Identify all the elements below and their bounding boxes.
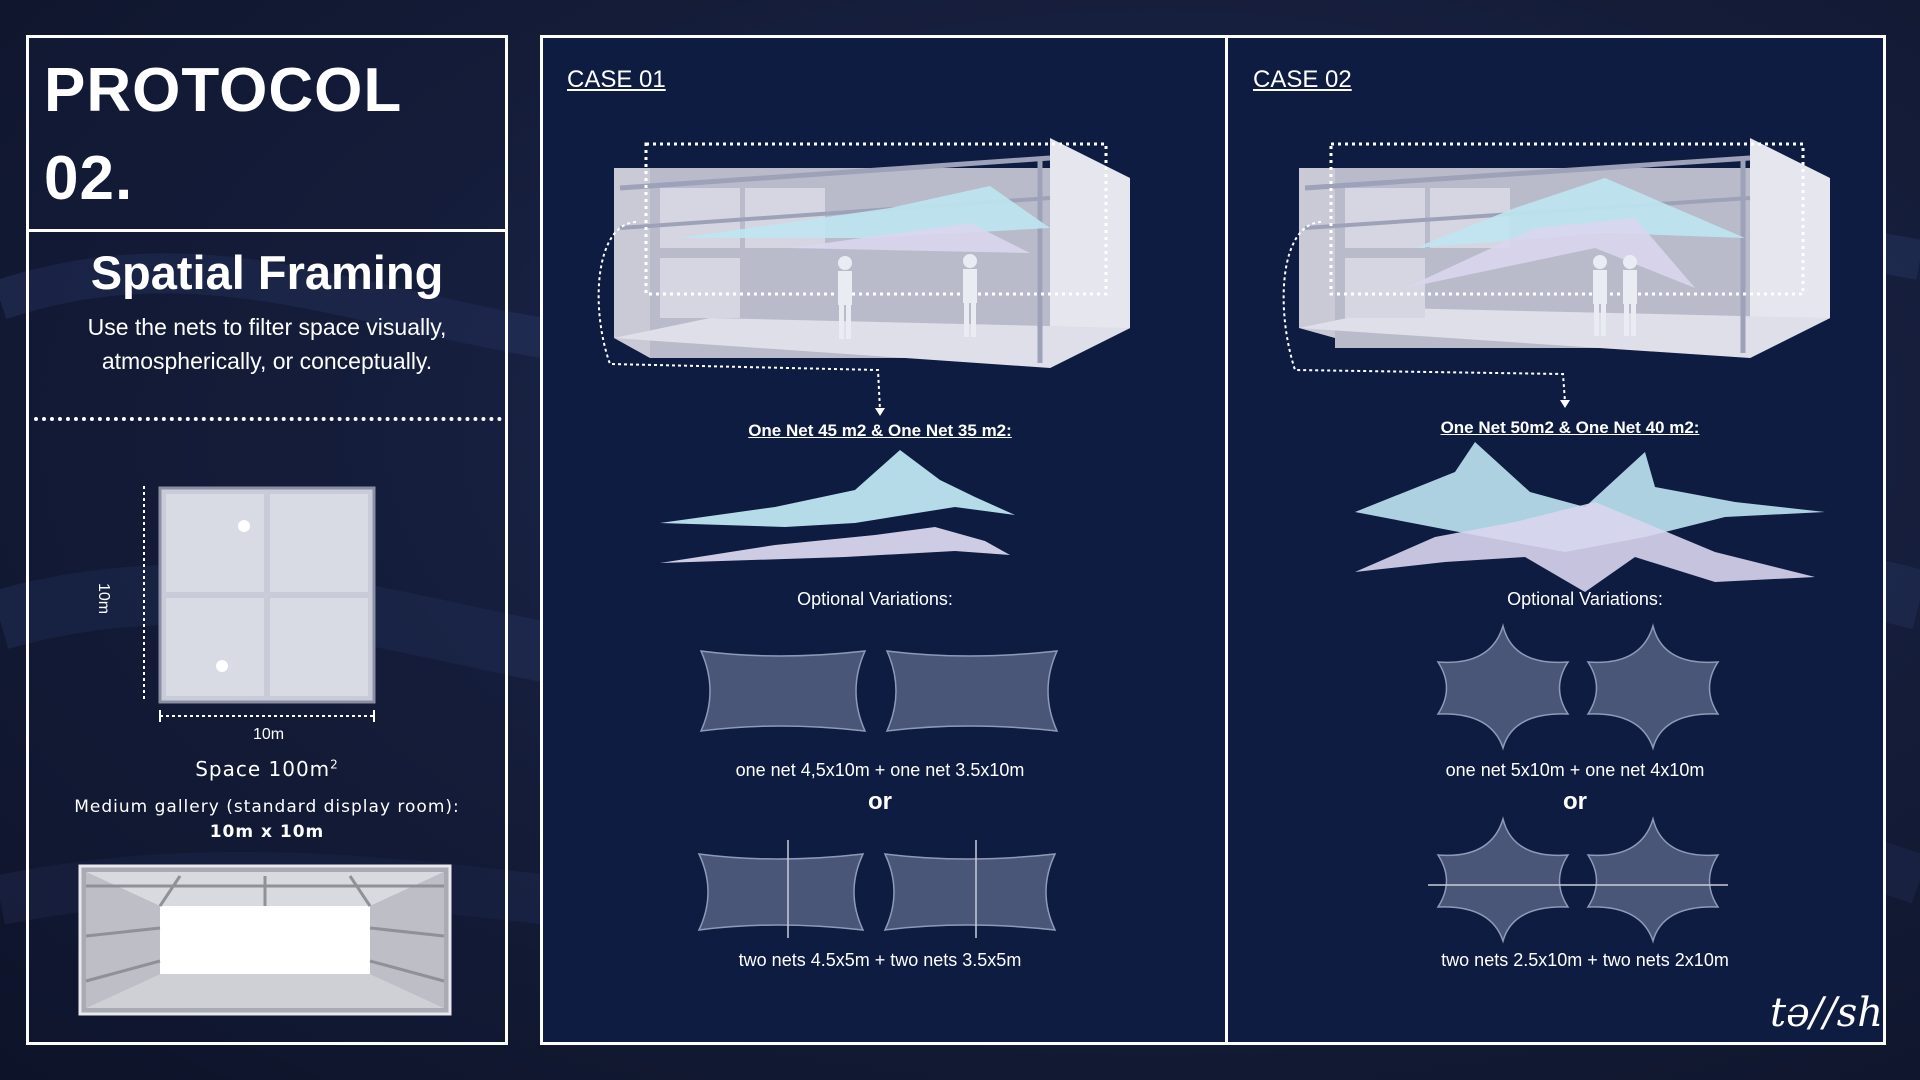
dotted-divider bbox=[34, 417, 502, 421]
subtitle-line-2: atmospherically, or conceptually. bbox=[101, 348, 433, 374]
case-divider bbox=[1225, 35, 1228, 1045]
gallery-room-render bbox=[78, 864, 452, 1016]
room-description: Medium gallery (standard display room): bbox=[74, 797, 460, 817]
section-subtitle: Use the nets to filter space visually, a… bbox=[26, 310, 508, 378]
case-02-optional-label: Optional Variations: bbox=[1507, 589, 1663, 609]
protocol-number: 02. bbox=[44, 144, 134, 213]
case-01-optional-label: Optional Variations: bbox=[797, 589, 953, 609]
case-01-variation-2 bbox=[697, 840, 1057, 938]
space-label: Space 100m2 bbox=[26, 757, 508, 781]
room-size: 10m x 10m bbox=[209, 822, 325, 842]
case-02-variation-1 bbox=[1436, 623, 1720, 751]
plan-dim-vertical: 10m bbox=[95, 583, 112, 615]
section-heading: Spatial Framing bbox=[90, 246, 444, 299]
case-02-label: CASE 02 bbox=[1253, 66, 1352, 93]
space-label-sup: 2 bbox=[330, 757, 339, 772]
plan-dim-horizontal: 10m bbox=[253, 726, 285, 743]
case-01-variation-1 bbox=[699, 650, 1059, 732]
case-01-combo-1: one net 4,5x10m + one net 3.5x10m bbox=[735, 760, 1025, 780]
case-02-net-render bbox=[1355, 442, 1825, 592]
brand-logo: tə//sh bbox=[1770, 990, 1883, 1036]
case-02-combo-2: two nets 2.5x10m + two nets 2x10m bbox=[1441, 950, 1729, 970]
case-01-label: CASE 01 bbox=[567, 66, 666, 93]
case-01-or: or bbox=[868, 788, 892, 815]
subtitle-line-1: Use the nets to filter space visually, bbox=[87, 314, 447, 340]
case-02-combo-1: one net 5x10m + one net 4x10m bbox=[1445, 760, 1705, 780]
case-01-net-label: One Net 45 m2 & One Net 35 m2: bbox=[748, 421, 1012, 440]
protocol-title: PROTOCOL bbox=[44, 56, 403, 125]
case-01-room-render bbox=[597, 138, 1130, 416]
case-01-combo-2: two nets 4.5x5m + two nets 3.5x5m bbox=[738, 950, 1022, 970]
case-02-room-render bbox=[1282, 138, 1830, 408]
case-02-or: or bbox=[1563, 788, 1587, 815]
case-02-net-label: One Net 50m2 & One Net 40 m2: bbox=[1440, 418, 1700, 437]
floor-plan-diagram bbox=[143, 486, 376, 722]
case-01-net-render bbox=[660, 450, 1015, 563]
title-panel bbox=[26, 35, 508, 232]
space-label-text: Space 100m bbox=[195, 757, 331, 781]
case-02-variation-2 bbox=[1428, 816, 1728, 944]
